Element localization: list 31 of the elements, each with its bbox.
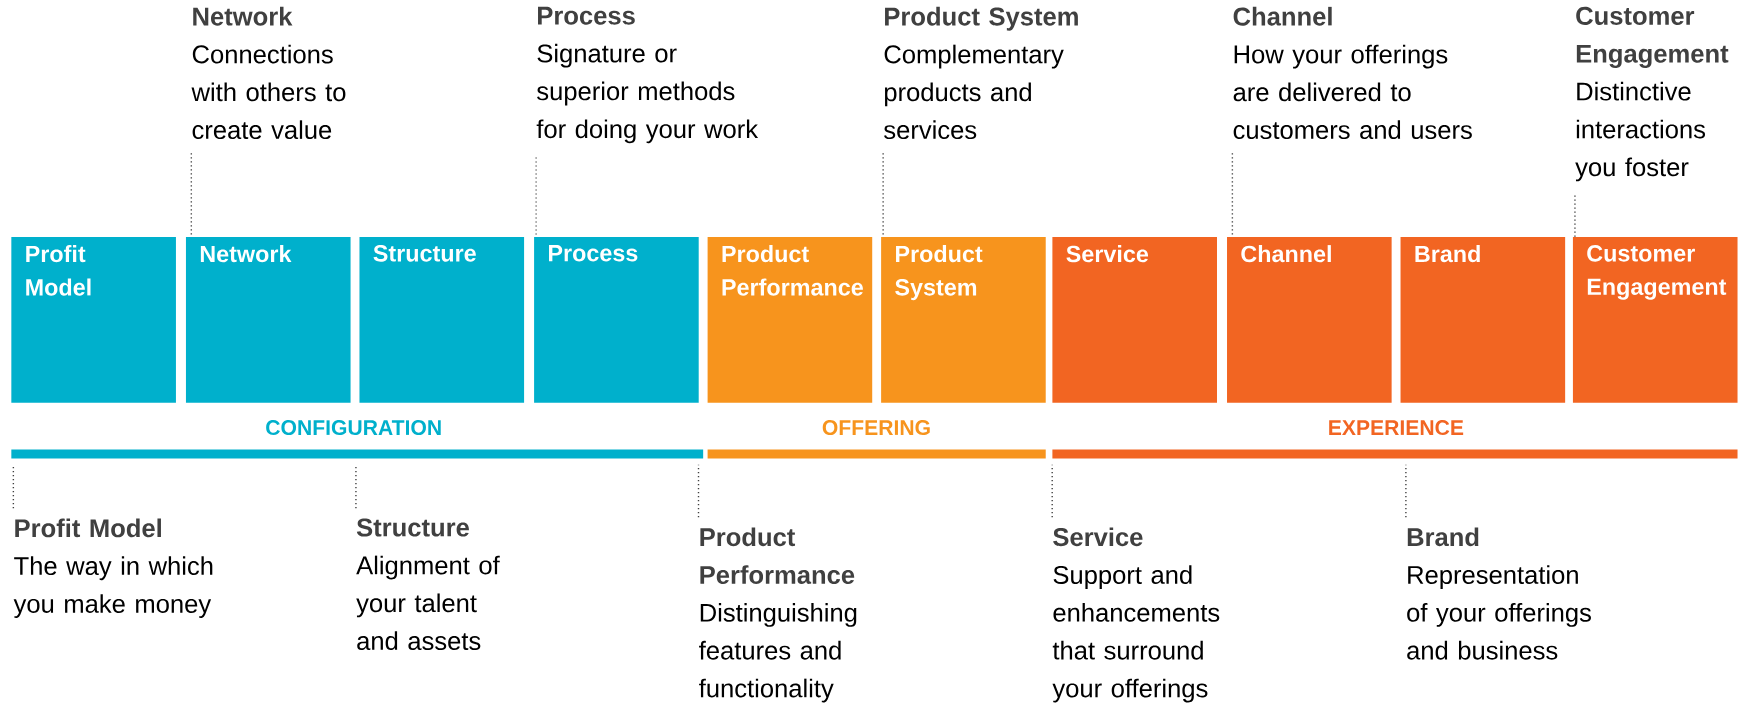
description-text: Structure Alignment of your talent and assets (356, 518, 500, 651)
description-text: Network Connections with others to create value (191, 6, 346, 140)
category-bar (11, 449, 704, 459)
description-text: Brand Representation of your offerings and business (1407, 527, 1591, 660)
category-label: EXPERIENCE (1329, 420, 1464, 436)
type-box: Brand (1400, 237, 1566, 403)
leader-line (535, 156, 537, 238)
type-box: Channel (1227, 237, 1392, 403)
category-label: CONFIGURATION (266, 420, 441, 436)
description-text: Product Performance Distinguishing features and functionality (699, 527, 857, 703)
description-text: Profit Model The way in which you make money (13, 518, 213, 618)
type-box: Customer Engagement (1572, 237, 1738, 403)
type-box: Network (185, 237, 351, 403)
description-text: Product System Complementary products and services (884, 6, 1078, 140)
description-text: Process Signature or superior methods for doing your work (536, 6, 759, 144)
leader-line (190, 152, 192, 238)
category-bar (707, 449, 1046, 459)
leader-line (1231, 152, 1234, 238)
leader-line (882, 152, 884, 238)
type-box: Process (534, 237, 699, 403)
type-box: Structure (359, 237, 525, 403)
description-text: Customer Engagement Distinctive interactions you foster (1575, 6, 1729, 182)
type-box: Product Performance (707, 237, 873, 403)
category-bar (1052, 449, 1738, 459)
type-box: Profit Model (11, 237, 176, 403)
type-box: Service (1052, 237, 1217, 403)
description-text: Service Support and enhancements that surround your offerings (1052, 527, 1220, 703)
description-text: Channel How your offerings are delivered to customers and users (1233, 6, 1472, 140)
category-label: OFFERING (822, 420, 930, 436)
type-box: Product System (881, 237, 1046, 403)
leader-line (1574, 194, 1576, 238)
